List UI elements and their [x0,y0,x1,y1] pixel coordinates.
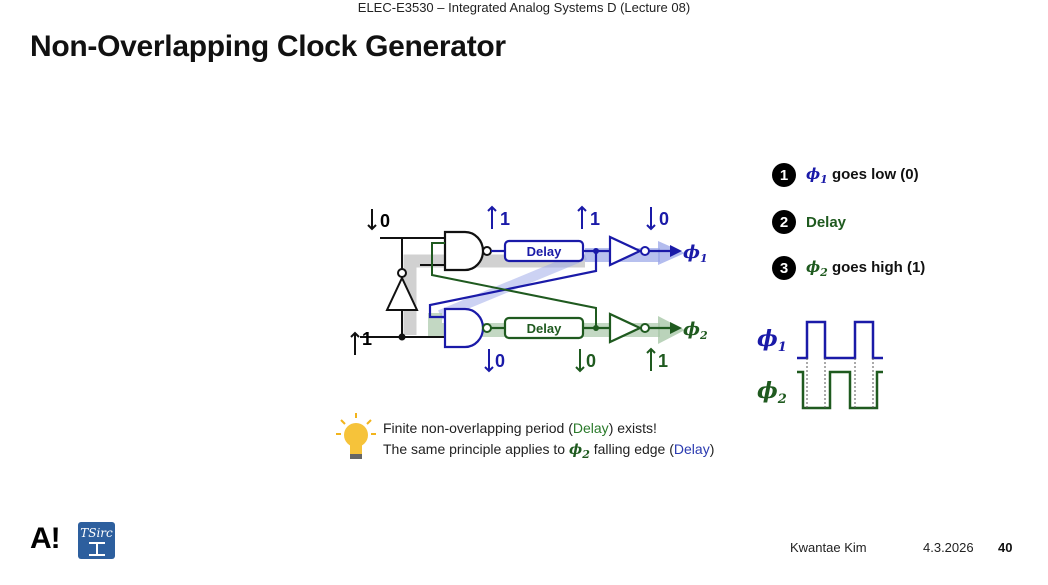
nand-gate-1 [443,230,485,272]
arrow-phi1 [670,245,682,257]
inverter-phi1-bubble [640,246,650,256]
notes: Finite non-overlapping period (Delay) ex… [383,418,714,465]
arrow-phi2 [670,322,682,334]
page-number: 40 [998,540,1013,555]
nand1-bubble [482,246,492,256]
nand-gate-2 [443,307,485,349]
step-1: 1 ϕ1 goes low (0) [772,163,919,187]
arrow-rising-delay1 [577,205,587,229]
arrow-falling-delay2 [575,349,585,373]
phi1-output-label: ϕ1 [683,242,708,265]
tsirc-logo: TSirc [78,522,115,559]
delay-label-2: Delay [527,321,562,336]
inverter-phi2 [608,312,643,344]
label-input-bottom: 1 [362,329,372,349]
arrow-rising-nand1 [487,205,497,229]
lightbulb-icon [336,413,376,459]
label-delay1-out: 1 [590,209,600,229]
highlight-path-feedback [438,250,587,320]
note-line-1: Finite non-overlapping period (Delay) ex… [383,420,657,436]
phi2-output-label: ϕ2 [683,319,708,342]
arrow-rising-phi2 [646,347,656,371]
label-input-top: 0 [380,211,390,231]
step-2: 2 Delay [772,210,846,234]
step-number: 3 [772,256,796,280]
delay-label-1: Delay [527,244,562,259]
date: 4.3.2026 [923,540,974,555]
label-delay2-out: 0 [586,351,596,371]
label-phi2-val: 1 [658,351,668,371]
aalto-logo: A! [30,522,61,555]
note-line-2: The same principle applies to ϕ2 falling… [383,441,715,461]
arrow-falling-input-top [367,209,377,231]
author: Kwantae Kim [790,540,867,555]
inverter-phi1 [608,235,643,267]
wave-dotted-guides [806,358,874,408]
slide-title: Non-Overlapping Clock Generator [30,30,506,63]
inverter-input [385,275,419,311]
wave-phi1 [797,320,883,360]
step-number: 1 [772,163,796,187]
arrow-falling-nand2 [484,349,494,373]
arrow-rising-input-bottom [350,331,360,355]
feedback-phi1-to-nand2 [428,251,598,319]
step-number: 2 [772,210,796,234]
clock-generator-circuit: Delay Delay 0 1 1 1 0 0 0 1 ϕ1 ϕ2 [350,205,708,373]
label-nand2-out: 0 [495,351,505,371]
course-header: ELEC-E3530 – Integrated Analog Systems D… [357,0,691,15]
nand2-bubble [482,323,492,333]
junction-input [398,333,406,341]
arrow-falling-phi1 [646,207,656,231]
inverter-bubble [397,268,407,278]
highlight-path-phi2 [428,313,660,337]
clock-waveforms: ϕ1 ϕ2 [757,320,883,410]
label-nand1-out: 1 [500,209,510,229]
wave-phi2 [797,370,883,410]
wave-phi1-label: ϕ1 [757,326,787,355]
wave-phi2-label: ϕ2 [757,378,787,407]
label-phi1-val: 0 [659,209,669,229]
step-3: 3 ϕ2 goes high (1) [772,256,925,280]
inverter-phi2-bubble [640,323,650,333]
feedback-phi2-to-nand1 [431,242,597,328]
